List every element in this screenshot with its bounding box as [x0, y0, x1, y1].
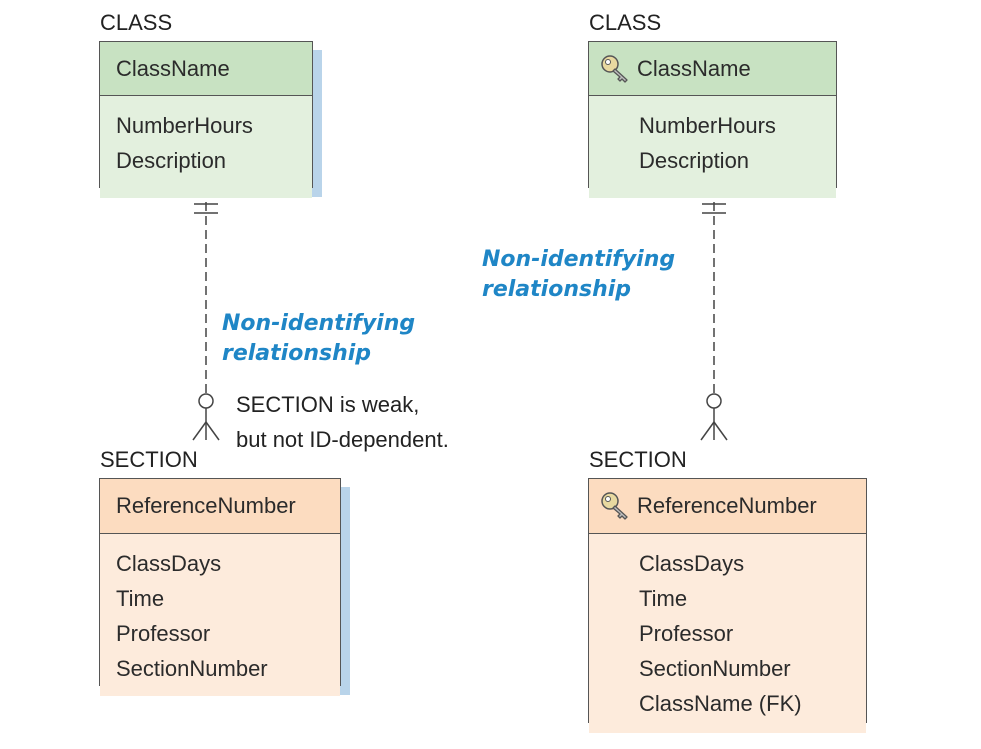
- right-crowfoot-left: [700, 421, 715, 441]
- right-section-attr: SectionNumber: [639, 656, 791, 681]
- key-icon: [601, 54, 628, 83]
- right-class-attr: Description: [639, 148, 750, 173]
- right-section-attr: Time: [639, 586, 688, 611]
- right-section-header: ReferenceNumber: [589, 479, 866, 534]
- right-optional-circle: [706, 393, 722, 409]
- right-class-entity: ClassName NumberHours Description: [588, 41, 837, 198]
- right-class-label: CLASS: [589, 10, 662, 35]
- right-section-attr: ClassName (FK): [639, 691, 802, 716]
- left-relationship-label: Non-identifying relationship: [222, 309, 415, 369]
- right-class-header-text: ClassName: [637, 55, 751, 81]
- left-class-header: ClassName: [100, 42, 312, 96]
- left-class-header-text: ClassName: [116, 55, 230, 81]
- left-class-attr: Description: [116, 148, 227, 173]
- left-section-entity: ReferenceNumber ClassDays Time Professor…: [99, 478, 341, 696]
- left-section-attr: SectionNumber: [116, 656, 268, 681]
- left-section-header-text: ReferenceNumber: [116, 493, 296, 518]
- left-relationship-line-2: relationship: [222, 341, 372, 366]
- left-optional-circle: [198, 393, 214, 409]
- left-section-attributes: ClassDays Time Professor SectionNumber: [100, 534, 340, 696]
- left-class-entity: ClassName NumberHours Description: [99, 41, 313, 198]
- right-section-entity: ReferenceNumber ClassDays Time Professor…: [588, 478, 867, 733]
- left-class-label: CLASS: [100, 10, 173, 35]
- right-section-attr: ClassDays: [639, 551, 745, 576]
- right-class-attributes: NumberHours Description: [589, 96, 836, 198]
- right-section-attr: Professor: [639, 621, 734, 646]
- left-crowfoot-right: [205, 421, 220, 441]
- left-class-attr: NumberHours: [116, 113, 253, 138]
- right-section-label: SECTION: [589, 447, 687, 472]
- right-class-attr: NumberHours: [639, 113, 776, 138]
- right-section-attributes: ClassDays Time Professor SectionNumber C…: [589, 534, 866, 733]
- left-weak-note: SECTION is weak, but not ID-dependent.: [236, 387, 449, 457]
- right-class-header: ClassName: [589, 42, 836, 96]
- left-section-attr: ClassDays: [116, 551, 222, 576]
- left-crowfoot-left: [192, 421, 207, 441]
- right-relationship-line-1: Non-identifying: [482, 247, 676, 272]
- left-section-attr: Professor: [116, 621, 211, 646]
- right-relationship-label: Non-identifying relationship: [482, 245, 675, 305]
- left-note-line-2: but not ID-dependent.: [236, 427, 449, 452]
- right-crowfoot-right: [713, 421, 728, 441]
- left-note-line-1: SECTION is weak,: [236, 392, 420, 417]
- left-relationship-line-1: Non-identifying: [222, 311, 416, 336]
- left-section-attr: Time: [116, 586, 165, 611]
- left-section-label: SECTION: [100, 447, 198, 472]
- left-section-header: ReferenceNumber: [100, 479, 340, 534]
- right-relationship-line-2: relationship: [482, 277, 632, 302]
- left-class-attributes: NumberHours Description: [100, 96, 312, 198]
- key-icon: [601, 492, 628, 520]
- right-section-header-text: ReferenceNumber: [637, 493, 817, 518]
